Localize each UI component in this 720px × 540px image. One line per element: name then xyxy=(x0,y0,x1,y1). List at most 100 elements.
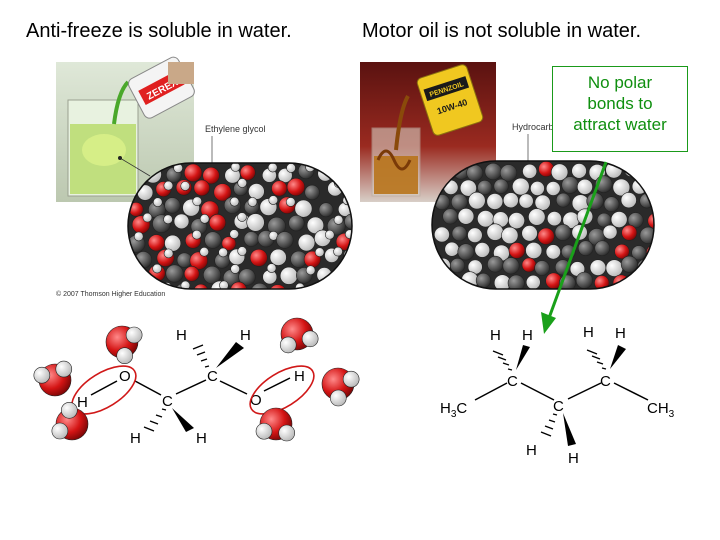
molecule-atom xyxy=(266,263,277,273)
glycol-c1: C xyxy=(162,393,173,410)
butane-ch3-right: CH3 xyxy=(647,400,675,420)
molecule-atom xyxy=(620,192,637,209)
water-hydrogen xyxy=(279,336,297,354)
molecule-atom xyxy=(152,197,163,207)
molecule-atom xyxy=(620,255,638,273)
molecule-atom xyxy=(279,266,298,285)
molecule-atom xyxy=(594,240,611,257)
molecule-atom xyxy=(525,274,541,289)
glycol-h-bot1: H xyxy=(130,430,141,447)
molecule-atom xyxy=(577,240,594,256)
butane-h-c: H xyxy=(583,324,594,341)
molecule-atom xyxy=(623,161,640,178)
molecule-atom xyxy=(288,214,305,232)
callout-line-3: attract water xyxy=(573,115,667,134)
molecule-atom xyxy=(605,259,624,277)
molecule-atom xyxy=(603,196,620,213)
molecule-atom xyxy=(246,213,265,232)
molecule-atom xyxy=(508,242,526,259)
molecule-atom xyxy=(555,192,571,208)
callout-arrow xyxy=(541,161,608,334)
molecule-atom xyxy=(571,163,587,179)
molecule-atom xyxy=(451,225,468,242)
molecule-atom xyxy=(343,248,352,263)
hydrocarbon-molecules xyxy=(431,160,655,290)
molecule-atom xyxy=(199,214,210,224)
molecule-atom xyxy=(444,241,460,257)
molecule-atom xyxy=(213,183,232,202)
molecule-atom xyxy=(484,162,502,181)
molecule-atom xyxy=(163,214,173,225)
molecule-atom xyxy=(451,193,468,211)
molecule-atom xyxy=(502,257,520,275)
molecule-atom xyxy=(268,284,287,289)
molecule-atom xyxy=(501,226,519,244)
glycol-o1: O xyxy=(119,368,131,385)
molecule-atom xyxy=(537,227,555,245)
molecule-atom xyxy=(238,268,256,286)
molecule-atom xyxy=(610,211,628,228)
molecule-atom xyxy=(646,244,654,262)
molecule-atom xyxy=(627,212,644,229)
water-hydrogen xyxy=(329,389,347,407)
molecule-atom xyxy=(243,231,260,247)
molecule-atom xyxy=(442,208,459,225)
molecule-atom xyxy=(199,246,210,257)
water-hydrogen xyxy=(301,330,319,348)
molecule-atom xyxy=(180,181,191,191)
molecule-atom xyxy=(449,257,466,274)
molecule-atom xyxy=(337,165,352,183)
molecule-atom xyxy=(602,224,618,240)
hydrocarbon-label: Hydrocarbon xyxy=(512,122,564,132)
molecule-atom xyxy=(237,178,248,188)
molecule-atom xyxy=(575,271,593,289)
water-hydrogen xyxy=(60,401,78,419)
title-antifreeze: Anti-freeze is soluble in water. xyxy=(26,20,292,42)
butane-h-b: H xyxy=(522,327,533,344)
molecule-atom xyxy=(525,241,543,259)
molecule-atom xyxy=(147,234,166,252)
molecule-atom xyxy=(297,233,316,252)
molecule-atom xyxy=(183,265,200,282)
molecule-atom xyxy=(304,184,320,201)
molecule-atom xyxy=(351,180,352,191)
molecule-atom xyxy=(271,180,288,197)
butane-ch3-left: H3C xyxy=(440,400,467,420)
molecule-atom xyxy=(521,225,538,242)
molecule-atom xyxy=(521,257,537,273)
butane-c-left: C xyxy=(507,373,518,390)
molecule-atom xyxy=(314,247,325,257)
molecule-atom xyxy=(306,216,325,234)
water-hydrogen xyxy=(55,360,73,378)
molecule-atom xyxy=(183,163,203,182)
molecule-atom xyxy=(239,164,256,181)
molecule-atom xyxy=(249,248,268,267)
ethylene-glycol-molecules xyxy=(127,162,353,290)
molecule-atom xyxy=(612,178,631,197)
molecule-atom xyxy=(208,214,227,232)
glycol-h-o2: H xyxy=(294,368,305,385)
molecule-atom xyxy=(229,229,239,239)
molecule-atom xyxy=(287,287,303,289)
antifreeze-jug: ZEREX xyxy=(127,56,195,119)
molecule-atom xyxy=(457,243,475,261)
molecule-atom xyxy=(229,196,240,207)
water-hydrogen xyxy=(116,347,134,365)
molecule-atom xyxy=(486,223,504,241)
molecule-atom xyxy=(286,163,296,173)
callout-no-polar-bonds: No polar bonds to attract water xyxy=(552,66,688,152)
ethylene-glycol-label: Ethylene glycol xyxy=(205,124,266,134)
molecule-atom xyxy=(522,163,538,179)
molecule-atom xyxy=(554,224,572,241)
molecule-atom xyxy=(250,282,269,289)
molecule-atom xyxy=(237,246,247,256)
molecule-atom xyxy=(344,213,352,230)
molecule-atom xyxy=(152,263,162,274)
molecule-atom xyxy=(285,197,296,207)
molecule-atom xyxy=(203,265,222,285)
molecule-atom xyxy=(165,264,184,283)
molecule-atom xyxy=(467,227,483,243)
water-hydrogen xyxy=(125,326,143,344)
molecule-atom xyxy=(294,199,313,218)
molecule-atom xyxy=(545,244,561,260)
